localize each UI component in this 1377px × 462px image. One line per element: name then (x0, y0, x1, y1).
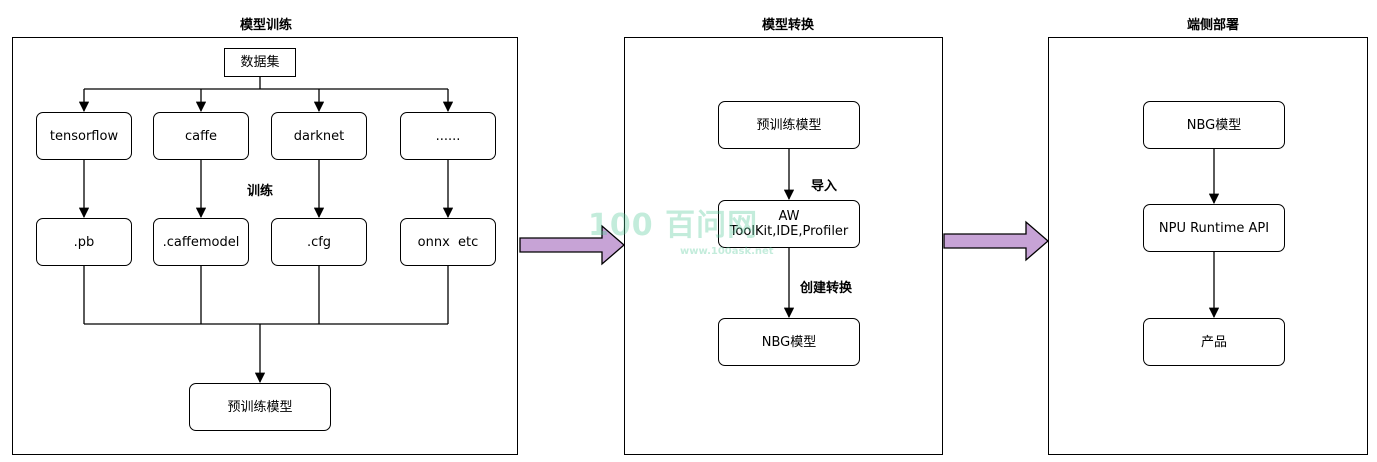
node-tensorflow: tensorflow (36, 112, 132, 160)
node-pb: .pb (36, 218, 132, 266)
node-nbg-model-deploy: NBG模型 (1143, 101, 1285, 149)
node-onnx: onnx etc (400, 218, 496, 266)
label-import: 导入 (810, 179, 837, 194)
section-title-conversion: 模型转换 (761, 18, 814, 33)
section-title-deploy: 端侧部署 (1186, 18, 1239, 33)
label-train: 训练 (246, 184, 273, 199)
node-cfg: .cfg (271, 218, 367, 266)
section-title-training: 模型训练 (239, 18, 292, 33)
watermark-url: www.100ask.net (680, 246, 774, 257)
node-caffe: caffe (153, 112, 249, 160)
node-aw-toolkit: AW ToolKit,IDE,Profiler (718, 200, 860, 248)
node-pretrained-model-training: 预训练模型 (189, 383, 331, 431)
big-arrow-training-to-conversion (519, 224, 625, 266)
node-pretrained-model-conversion: 预训练模型 (718, 101, 860, 149)
node-dataset: 数据集 (224, 48, 296, 77)
node-nbg-model-conversion: NBG模型 (718, 318, 860, 366)
node-darknet: darknet (271, 112, 367, 160)
node-product: 产品 (1143, 318, 1285, 366)
node-npu-runtime-api: NPU Runtime API (1143, 204, 1285, 252)
watermark-logo: 100 百问网 (588, 208, 759, 243)
node-caffemodel: .caffemodel (153, 218, 249, 266)
node-other-frameworks: ...... (400, 112, 496, 160)
label-create-convert: 创建转换 (799, 281, 852, 296)
big-arrow-conversion-to-deploy (943, 220, 1049, 262)
